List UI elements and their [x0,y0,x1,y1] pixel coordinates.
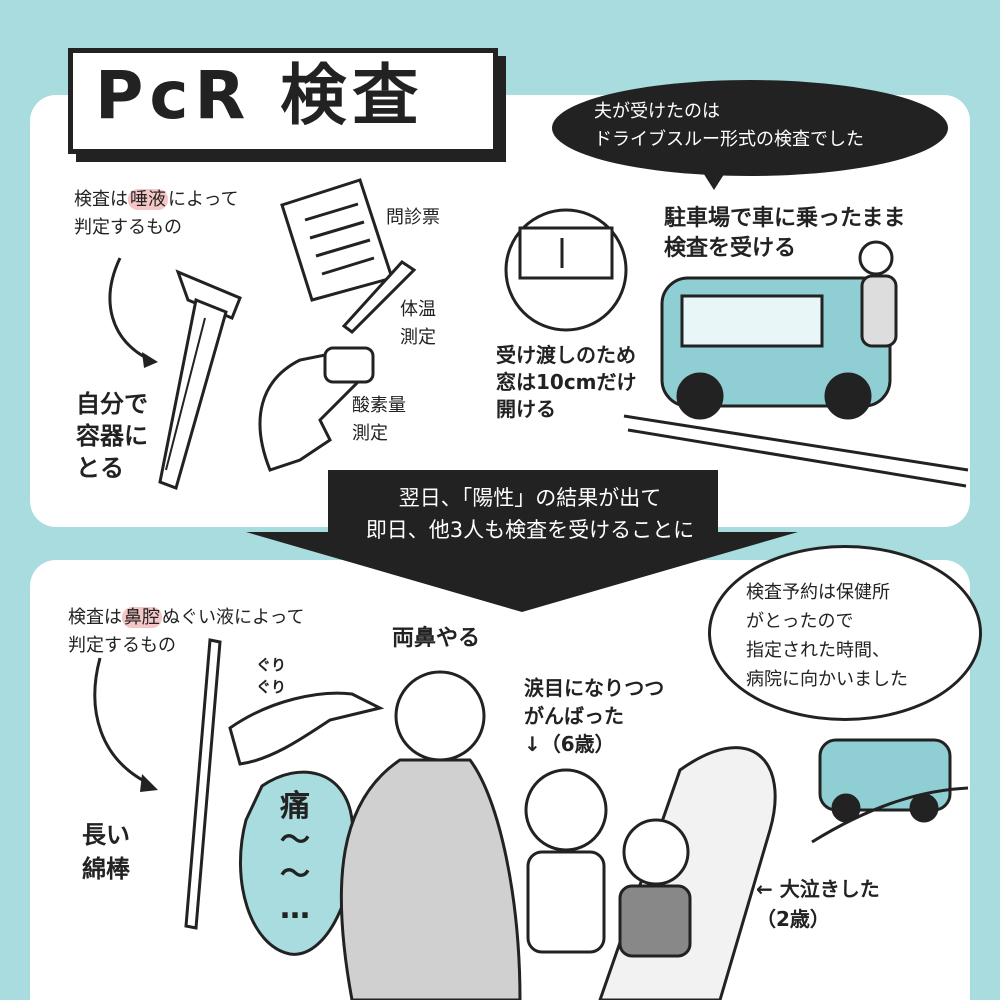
both-nostrils-label: 両鼻やる [392,626,481,651]
saliva-note: 検査は唾液によって 判定するもの [74,189,239,238]
pain-blob-icon [239,770,356,956]
oximeter-label: 酸素量 測定 [352,395,406,444]
medical-staff-icon [858,240,898,348]
nasal-note: 検査は鼻腔ぬぐい液によって 判定するもの [68,607,305,656]
long-swab-label: 長い 綿棒 [82,821,130,883]
transition-arrow-text: 翌日、「陽性」の結果が出て 即日、他3人も検査を受けることに [365,486,695,542]
questionnaire-label: 問診票 [386,207,440,228]
car-icon [660,276,892,420]
reservation-bubble-text: 検査予約は保健所 がとったので 指定された時間、 病院に向かいました [746,582,908,690]
guri-label: ぐり ぐり [256,656,287,696]
stroller-icon [598,746,777,1000]
page-title: PcR 検査 [95,57,425,134]
speech-bubble-tail [700,168,728,190]
parking-label: 駐車場で車に乗ったまま 検査を受ける [664,206,906,261]
clipboard-icon [280,178,394,302]
swab-hand-icon [228,691,385,766]
saliva-tube-icon [158,269,242,490]
swab-icon [184,638,222,930]
transition-arrow-head [246,532,798,612]
window-label: 受け渡しのため 窓は10cmだけ 開ける [496,343,637,421]
window-zoom-icon [504,208,628,332]
thermometer-icon [341,260,417,334]
reservation-speech-bubble [708,545,982,721]
child-6yo-icon [524,768,608,954]
pain-label: 痛 〜 〜 … [280,789,310,926]
cried-label: ← 大泣きした （2歳） [756,877,880,931]
teary-label: 涙目になりつつ がんばった ↓（6歳） [524,676,665,756]
self-collect-label: 自分で 容器に とる [76,390,148,482]
husband-speech-bubble [552,80,948,176]
curved-arrow-icon [108,257,151,362]
title-box [68,48,498,154]
small-car-icon [818,738,952,823]
thermometer-label: 体温 測定 [400,299,436,348]
oximeter-icon [258,346,375,472]
mother-icon [339,670,522,1000]
husband-bubble-text: 夫が受けたのは ドライブスルー形式の検査でした [594,101,864,150]
